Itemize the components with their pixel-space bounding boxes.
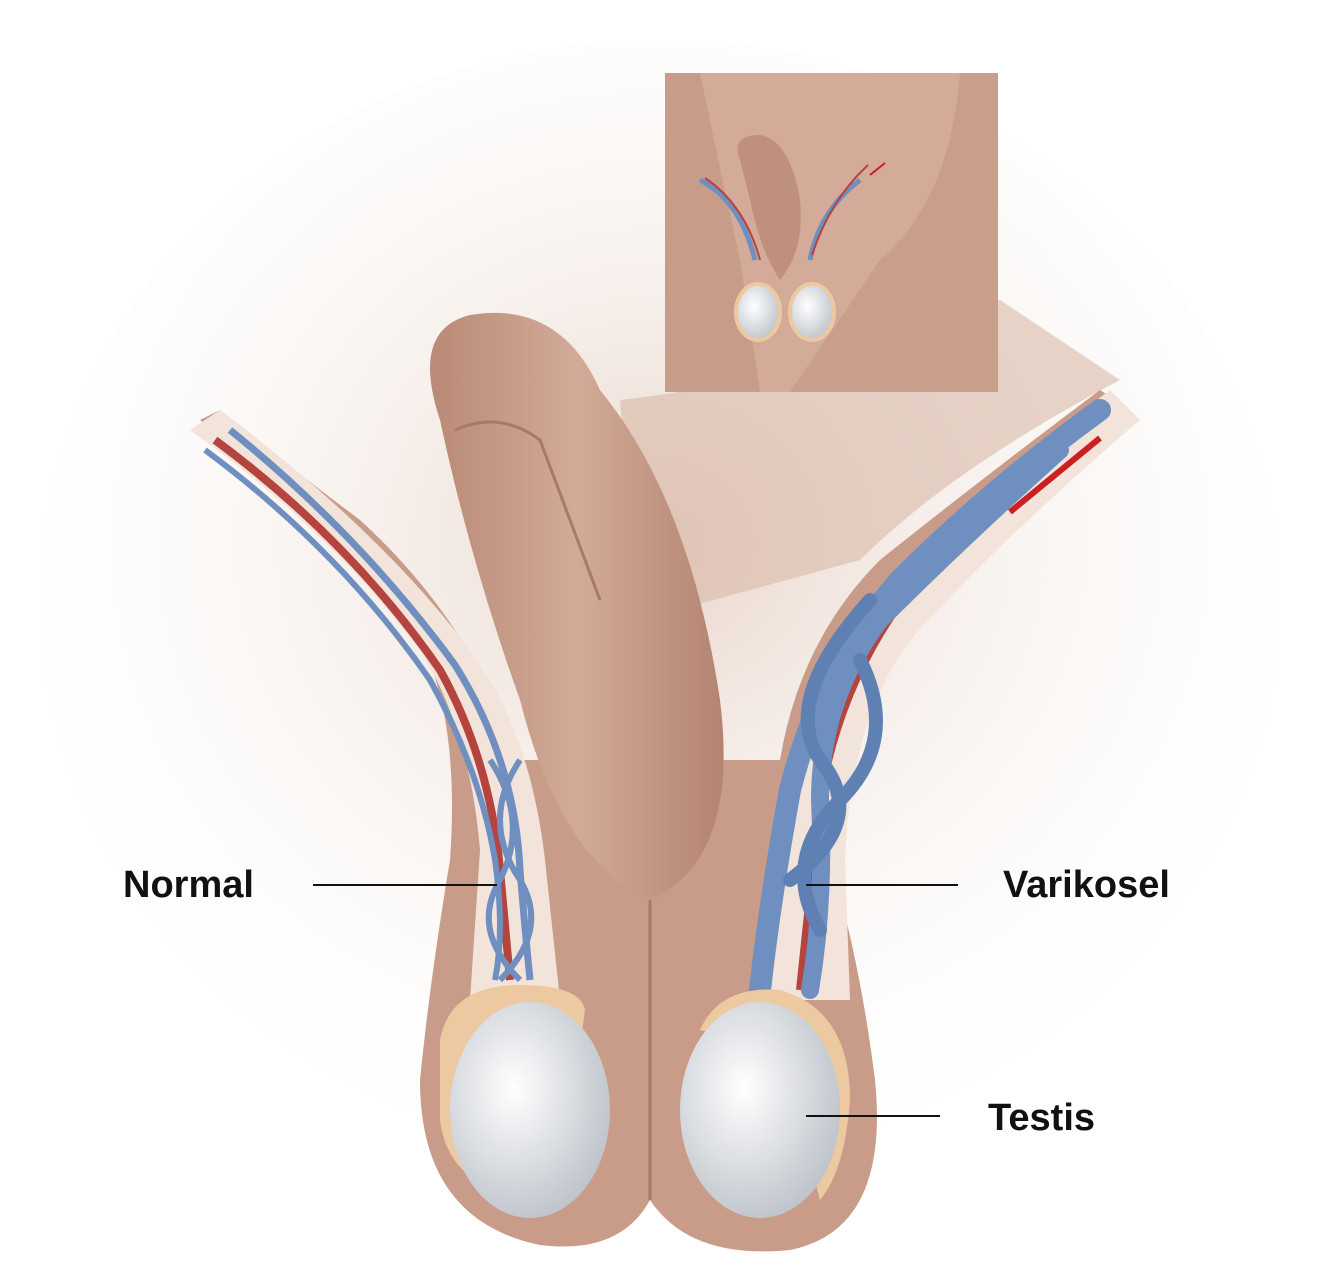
penis [430, 312, 724, 900]
label-normal: Normal [123, 864, 254, 906]
label-varicocele: Varikosel [1003, 864, 1170, 906]
label-testis: Testis [988, 1097, 1096, 1139]
right-testis [680, 1002, 840, 1218]
highlight-line [1008, 435, 1102, 515]
left-testis [450, 1002, 610, 1218]
inset-overview [665, 73, 998, 392]
